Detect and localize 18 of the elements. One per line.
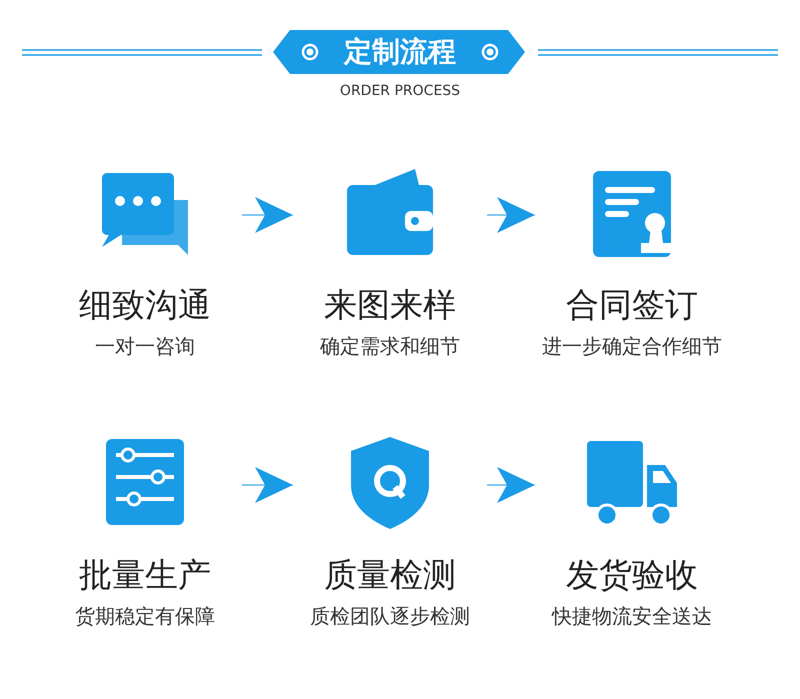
step-title: 质量检测 — [323, 554, 457, 596]
title: 定制流程 — [342, 34, 457, 70]
step-title: 来图来样 — [323, 284, 457, 326]
step-description: 货期稳定有保障 — [74, 603, 216, 630]
step-title: 细致沟通 — [78, 284, 212, 326]
step-description: 确定需求和细节 — [319, 333, 461, 360]
arrow — [242, 197, 294, 233]
step-description: 快捷物流安全送达 — [550, 603, 713, 630]
step-description: 一对一咨询 — [94, 333, 196, 360]
step-title: 批量生产 — [78, 554, 212, 596]
step-description: 质检团队逐步检测 — [309, 603, 471, 630]
arrow — [486, 467, 536, 503]
arrow — [486, 197, 536, 233]
step-title: 发货验收 — [565, 554, 699, 596]
step-title: 合同签订 — [565, 284, 699, 326]
arrow — [242, 467, 294, 503]
subtitle: ORDER PROCESS — [338, 83, 462, 99]
step-description: 进一步确定合作细节 — [541, 333, 723, 360]
